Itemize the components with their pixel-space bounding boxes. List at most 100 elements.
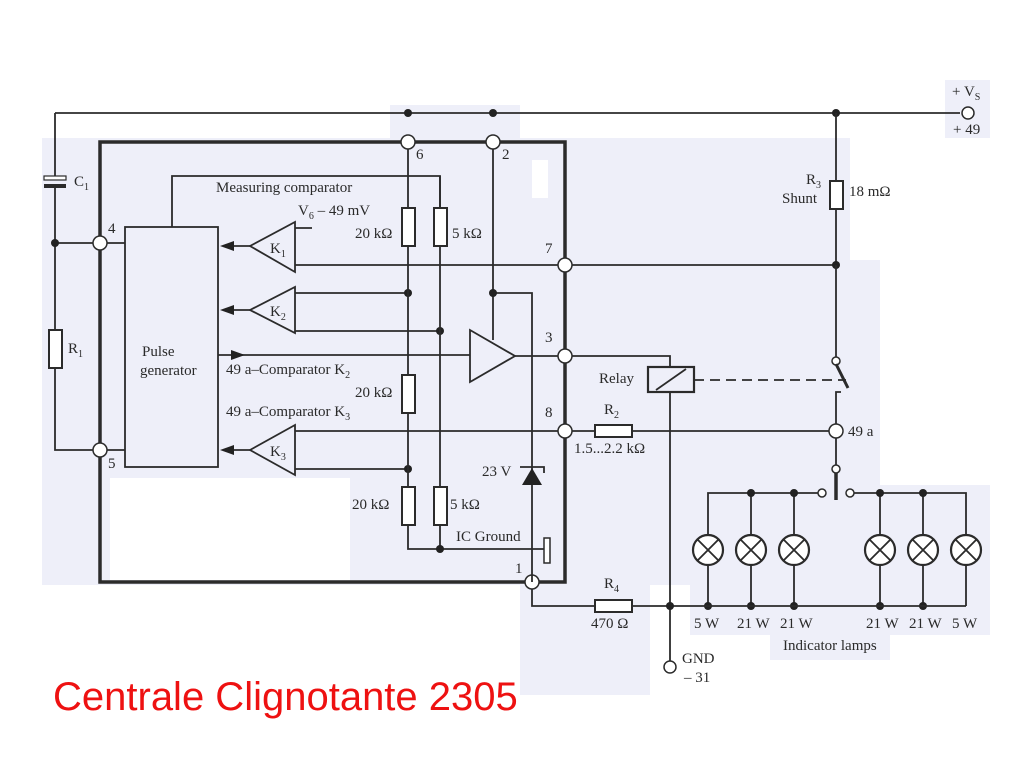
arrow-icon (231, 350, 245, 360)
r3-label: R3 (806, 172, 821, 191)
resistor-r4 (594, 599, 633, 613)
shading-pins-top (390, 105, 520, 140)
relay-contact-out (835, 391, 841, 424)
pin-7-label: 7 (545, 241, 553, 257)
switch-contact-right (845, 488, 855, 498)
k2-wires (232, 292, 440, 332)
terminal-gnd[interactable] (663, 660, 677, 674)
lamp-cross (739, 538, 763, 606)
pin-6-label: 6 (416, 147, 424, 163)
indicator-lamp (691, 533, 725, 610)
pin-6[interactable] (400, 134, 416, 150)
output-amplifier (469, 328, 517, 384)
comparator-k3-label: 49 a–Comparator K3 (226, 404, 350, 423)
k1-label: K1 (270, 241, 286, 260)
indicator-lamps-caption: Indicator lamps (783, 638, 877, 654)
shading-caption (770, 630, 890, 660)
ic-ground-label: IC Ground (456, 529, 521, 545)
pin-7[interactable] (557, 257, 573, 273)
junction (51, 239, 59, 247)
resistor-5k-top (433, 207, 448, 247)
r3-value: 18 mΩ (849, 184, 891, 200)
r4-value: 470 Ω (591, 616, 628, 632)
v6-label: V6 – 49 mV (298, 203, 370, 222)
pin-1-label: 1 (515, 561, 523, 577)
r2-label: R2 (604, 402, 619, 421)
lamp-cross (696, 538, 720, 606)
junction (790, 489, 798, 497)
comparator-k2-label: 49 a–Comparator K2 (226, 362, 350, 381)
pin-3[interactable] (557, 348, 573, 364)
pin-4[interactable] (92, 235, 108, 251)
resistor-20k-mid (401, 374, 416, 414)
arrow-icon (220, 305, 234, 315)
vs-number: + 49 (953, 122, 980, 138)
terminal-49a-label: 49 a (848, 424, 874, 440)
lamp-power-label: 5 W (694, 616, 720, 632)
relay-contact (831, 356, 841, 366)
lamp-power-label: 21 W (909, 616, 942, 632)
pin-5-label: 5 (108, 456, 116, 472)
ground-rail (531, 589, 966, 661)
r1-label: R1 (68, 341, 83, 360)
comparator-k3 (248, 423, 296, 477)
pin-5[interactable] (92, 442, 108, 458)
lamp-cross (954, 538, 978, 606)
r3-role: Shunt (782, 191, 818, 207)
c1-label: C1 (74, 174, 89, 193)
zener-bar (520, 466, 545, 473)
page-title: Centrale Clignotante 2305 (53, 675, 518, 719)
div-bot-right-label: 5 kΩ (450, 497, 480, 513)
pulse-generator-label-2: generator (140, 363, 197, 379)
gnd-number: – 31 (683, 670, 710, 686)
terminal-vs[interactable] (961, 106, 975, 120)
lamp-cross (868, 538, 892, 606)
pin-8-label: 8 (545, 405, 553, 421)
junction (436, 545, 444, 553)
pin-2[interactable] (485, 134, 501, 150)
junction (876, 489, 884, 497)
r4-label: R4 (604, 576, 619, 595)
lamp-cross (782, 538, 806, 606)
junction (489, 109, 497, 117)
relay-coil-diag (655, 368, 687, 391)
terminal-49a[interactable] (828, 423, 844, 439)
left-lamp-bus (707, 492, 818, 535)
divider-left (407, 149, 548, 550)
junction (747, 489, 755, 497)
comparator-k1 (248, 220, 296, 274)
arrow-icon (220, 241, 234, 251)
white-cutout (110, 478, 350, 580)
capacitor-c1-plate (44, 184, 66, 188)
lamp-power-label: 21 W (780, 616, 813, 632)
pg-inputs (107, 242, 125, 451)
zener-label: 23 V (482, 464, 511, 480)
r2-value: 1.5...2.2 kΩ (574, 441, 645, 457)
shading-right (850, 260, 880, 490)
switch-pivot (831, 464, 841, 474)
lamp-power-label: 21 W (737, 616, 770, 632)
ic-ground-symbol (543, 537, 551, 564)
resistor-r2 (594, 424, 633, 438)
zener-diode (522, 468, 542, 485)
pin-8[interactable] (557, 423, 573, 439)
relay-switch[interactable] (834, 363, 850, 389)
arrow-icon (220, 445, 234, 455)
resistor-20k-top (401, 207, 416, 247)
div-bot-left-label: 20 kΩ (352, 497, 389, 513)
k3-wires (232, 430, 558, 470)
gnd-label: GND (682, 651, 715, 667)
indicator-lamp (906, 533, 940, 610)
div-mid-label: 20 kΩ (355, 385, 392, 401)
comparator-k2 (248, 285, 296, 335)
resistor-20k-bot (401, 486, 416, 526)
indicator-lamp (734, 533, 768, 610)
lamp-cross (911, 538, 935, 606)
resistor-r1 (48, 329, 63, 369)
relay-label: Relay (599, 371, 634, 387)
div-top-left-label: 20 kΩ (355, 226, 392, 242)
pulse-generator-label-1: Pulse (142, 344, 175, 360)
pin-4-label: 4 (108, 221, 116, 237)
div-top-right-label: 5 kΩ (452, 226, 482, 242)
